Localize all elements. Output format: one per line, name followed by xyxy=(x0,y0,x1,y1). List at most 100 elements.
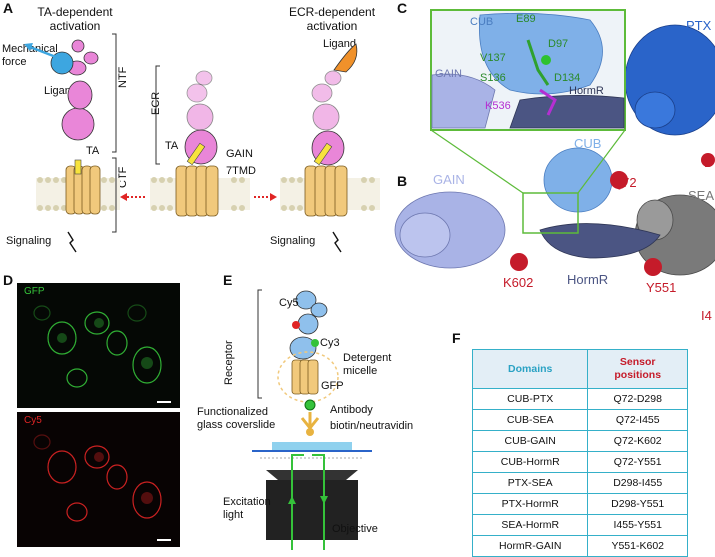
table-cell-sensor: Q72-I455 xyxy=(587,409,688,431)
excitation-light-label: Excitation light xyxy=(223,496,271,521)
ta-label-mid: TA xyxy=(165,140,179,152)
hormr-label-c: HormR xyxy=(569,85,604,97)
calcium-ion xyxy=(541,55,551,65)
e89-label: E89 xyxy=(516,13,536,25)
cy5-micrograph: Cy5 xyxy=(17,412,180,547)
objective-body xyxy=(266,480,358,540)
table-cell-sensor: I455-Y551 xyxy=(587,514,688,536)
table-cell-domains: SEA-HormR xyxy=(471,514,589,536)
s136-label: S136 xyxy=(480,72,506,84)
table-cell-domains: CUB-GAIN xyxy=(471,430,589,452)
table-cell-domains: PTX-HormR xyxy=(471,493,589,515)
hormr-domain xyxy=(539,223,661,259)
gain-zoom xyxy=(431,73,496,129)
glass-coverslide xyxy=(272,442,352,450)
panel-label-c: C xyxy=(397,0,408,16)
table-cell-sensor: Q72-D298 xyxy=(587,388,688,410)
k602-label: K602 xyxy=(503,275,534,290)
tethered-agonist-left xyxy=(74,159,82,175)
ptx-label-b: PTX xyxy=(686,18,712,33)
objective-top xyxy=(266,470,358,480)
d298-partial-label: D xyxy=(704,155,714,170)
antibody xyxy=(300,412,320,431)
sensor-k602 xyxy=(510,253,528,271)
sensor-y551 xyxy=(644,258,662,276)
table-cell-sensor: Y551-K602 xyxy=(587,535,688,557)
tmd-barrel-right xyxy=(304,165,348,217)
cub-zoom xyxy=(479,12,603,95)
table-cell-sensor: D298-Y551 xyxy=(587,493,688,515)
panel-b-structure xyxy=(394,9,715,276)
coverslide-label: Functionalized glass coverslide xyxy=(197,406,276,431)
d97-label: D97 xyxy=(548,38,569,50)
gain-label-c: GAIN xyxy=(435,68,462,80)
signaling-label-right: Signaling xyxy=(270,235,316,247)
gfp-label-e: GFP xyxy=(321,380,344,392)
table-cell-domains: CUB-HormR xyxy=(471,451,589,473)
cy3-dye xyxy=(311,339,319,347)
table-cell-domains: CUB-SEA xyxy=(471,409,589,431)
q72-label: Q72 xyxy=(612,175,637,190)
panel-a-schematic xyxy=(24,33,380,253)
panel-e-schematic xyxy=(252,289,372,550)
k536-stick xyxy=(539,88,557,116)
v137-label: V137 xyxy=(480,52,506,64)
green-residues xyxy=(526,39,550,86)
k536-label: K536 xyxy=(485,100,511,112)
hormr-zoom xyxy=(509,95,625,129)
ligand-orange-right xyxy=(333,43,358,73)
excitation-beam-down xyxy=(312,454,325,550)
y551-label: Y551 xyxy=(646,280,677,295)
table-cell-domains: HormR-GAIN xyxy=(471,535,589,557)
cy5-channel-label: Cy5 xyxy=(24,415,42,426)
table-header-domains: Domains xyxy=(471,349,589,389)
table-cell-sensor: Q72-K602 xyxy=(587,430,688,452)
receptor-label: Receptor xyxy=(223,340,235,385)
sea-domain xyxy=(634,194,715,276)
tmd-barrel-mid xyxy=(175,165,219,217)
tethered-agonist-mid xyxy=(186,142,206,166)
gain-label: GAIN xyxy=(226,148,253,160)
cub-label-b: CUB xyxy=(574,136,602,151)
signaling-bolt-left xyxy=(67,231,77,253)
signaling-label-left: Signaling xyxy=(6,235,52,247)
gfp-channel-label: GFP xyxy=(24,286,45,297)
scale-bar-gfp xyxy=(157,401,171,403)
excitation-beam-up xyxy=(291,454,304,550)
cy5-label-e: Cy5 xyxy=(279,297,299,309)
detergent-micelle-label: Detergent micelle xyxy=(343,352,392,377)
ligand-blue-left xyxy=(50,51,74,75)
cy5-dye xyxy=(292,321,300,329)
title-ta-dependent: TA-dependent activation xyxy=(37,5,113,33)
table-cell-domains: CUB-PTX xyxy=(471,388,589,410)
scale-bar-cy5 xyxy=(157,539,171,541)
tmd-barrel-e xyxy=(291,359,319,395)
panel-label-b: B xyxy=(397,173,408,189)
biotin-neutravidin-label: biotin/neutravidin xyxy=(330,420,414,432)
gfp-tag xyxy=(304,399,316,411)
ptx-domain xyxy=(624,24,715,136)
sensor-d298 xyxy=(701,153,715,167)
antibody-label: Antibody xyxy=(330,404,373,416)
ligand-label-right: Ligand xyxy=(323,38,357,50)
objective-label: Objective xyxy=(332,523,378,535)
table-cell-sensor: D298-I455 xyxy=(587,472,688,494)
panel-label-f: F xyxy=(452,330,461,346)
panel-label-d: D xyxy=(3,272,14,288)
gfp-micrograph: GFP xyxy=(17,283,180,408)
sea-label-b: SEA xyxy=(688,188,715,203)
gain-label-b: GAIN xyxy=(433,172,465,187)
cy3-label-e: Cy3 xyxy=(320,337,340,349)
receptor-ecr xyxy=(289,290,328,360)
seven-tmd-label: 7TMD xyxy=(226,165,256,177)
panel-label-a: A xyxy=(3,0,14,16)
tethered-agonist-right xyxy=(313,142,333,166)
